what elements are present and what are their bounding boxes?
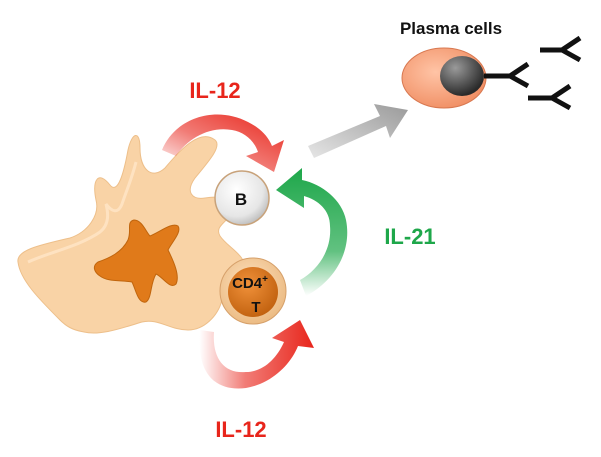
antibody-1 bbox=[540, 35, 582, 63]
plasma-cell-nucleus bbox=[440, 56, 484, 96]
il12-top-label: IL-12 bbox=[189, 78, 240, 103]
il12-bottom-label: IL-12 bbox=[215, 417, 266, 442]
il12-top-arrow bbox=[162, 114, 284, 172]
antibody-3 bbox=[528, 83, 572, 111]
dendritic-cell-highlight bbox=[27, 161, 138, 264]
t-cell-label-line2: T bbox=[251, 299, 260, 316]
il21-arrow bbox=[276, 168, 348, 296]
antibody-2 bbox=[484, 61, 530, 89]
plasma-cells-label: Plasma cells bbox=[400, 19, 502, 38]
t-cell-label-line1: CD4+ bbox=[232, 274, 268, 292]
b-cell-label: B bbox=[235, 190, 247, 209]
t-cell-label-sup: + bbox=[262, 274, 268, 285]
il12-bottom-arrow bbox=[199, 320, 314, 389]
b-cell bbox=[214, 170, 270, 226]
t-cell-label-cd4: CD4 bbox=[232, 275, 263, 292]
differentiation-arrow bbox=[308, 104, 408, 158]
t-cell-nucleus bbox=[228, 267, 278, 317]
dendritic-nucleus bbox=[93, 219, 180, 303]
il21-label: IL-21 bbox=[384, 224, 435, 249]
